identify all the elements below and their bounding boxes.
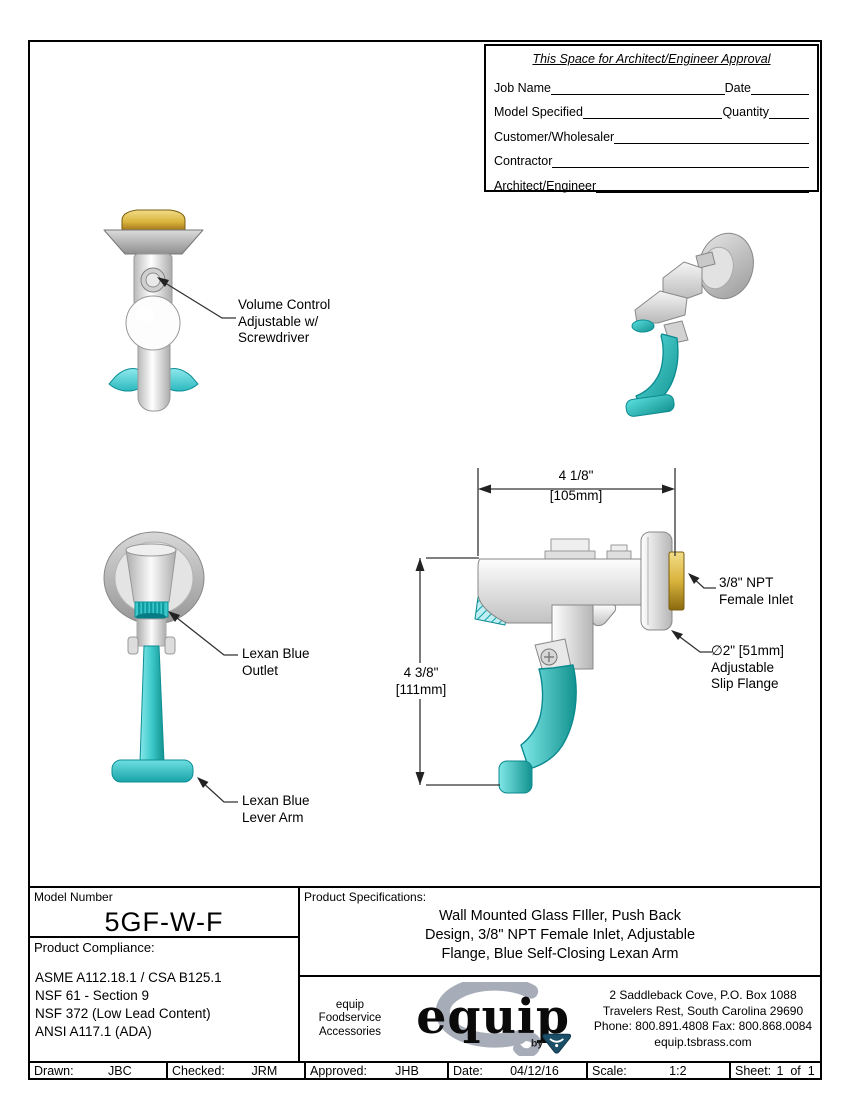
logo-by-text: by <box>531 1039 543 1050</box>
customer-blank <box>614 130 809 144</box>
outlet-callout: Lexan Blue Outlet <box>242 646 310 678</box>
compliance-item: ASME A112.18.1 / CSA B125.1 <box>35 970 222 985</box>
quantity-label: Quantity <box>722 105 769 119</box>
width-dimension-mm: [105mm] <box>549 488 603 503</box>
slip-flange-disc <box>640 531 673 631</box>
date-blank <box>751 81 809 95</box>
neck <box>136 618 167 647</box>
approval-row-contractor: Contractor <box>494 144 809 168</box>
lever-wing-left <box>108 368 143 392</box>
contractor-label: Contractor <box>494 154 553 168</box>
date-value: 04/12/16 <box>510 1063 559 1078</box>
ball-knob <box>125 295 181 351</box>
approval-row-model: Model Specified Quantity <box>494 95 809 119</box>
approved-value: JHB <box>395 1063 419 1078</box>
job-name-label: Job Name <box>494 80 551 95</box>
spout <box>634 290 688 324</box>
compliance-item: ANSI A117.1 (ADA) <box>35 1024 152 1039</box>
lever-arm <box>139 645 165 763</box>
scale-cell: Scale: 1:2 <box>586 1063 729 1078</box>
model-number-box: Model Number 5GF-W-F <box>28 886 300 938</box>
slip-flange-callout: ∅2" [51mm] Adjustable Slip Flange <box>711 643 784 691</box>
approved-cell: Approved: JHB <box>304 1063 447 1078</box>
quantity-blank <box>769 105 809 119</box>
product-compliance-box: Product Compliance: ASME A112.18.1 / CSA… <box>28 936 300 1063</box>
scale-value: 1:2 <box>669 1063 687 1078</box>
volume-control-callout: Volume Control Adjustable w/ Screwdriver <box>238 297 331 345</box>
lever-foot <box>625 394 675 417</box>
job-name-blank <box>550 81 725 95</box>
npt-inlet-brass <box>668 551 685 611</box>
cone-body <box>125 549 177 603</box>
approval-box: This Space for Architect/Engineer Approv… <box>484 44 819 193</box>
architect-label: Architect/Engineer <box>494 178 597 193</box>
product-compliance-label: Product Compliance: <box>34 940 155 955</box>
isometric-view-drawing <box>625 232 754 417</box>
architect-blank <box>596 179 809 193</box>
drawn-cell: Drawn: JBC <box>30 1063 166 1078</box>
checked-value: JRM <box>251 1063 278 1078</box>
compliance-item: NSF 372 (Low Lead Content) <box>35 1006 211 1021</box>
lever-foot-paddle <box>111 759 194 783</box>
model-specified-blank <box>582 105 723 119</box>
customer-label: Customer/Wholesaler <box>494 129 615 144</box>
product-specifications-text: Wall Mounted Glass FIller, Push Back Des… <box>424 908 696 962</box>
approved-label: Approved: <box>310 1063 367 1078</box>
width-dimension-inches: 4 1/8" <box>558 468 594 483</box>
compliance-item: NSF 61 - Section 9 <box>35 988 150 1003</box>
approval-row-architect: Architect/Engineer <box>494 168 809 193</box>
sheet-value: 1 of 1 <box>776 1063 815 1078</box>
brass-nut <box>121 209 186 231</box>
compliance-list: ASME A112.18.1 / CSA B125.1 NSF 61 - Sec… <box>30 955 298 1041</box>
model-specified-label: Model Specified <box>494 105 583 119</box>
date-cell: Date: 04/12/16 <box>447 1063 586 1078</box>
scale-label: Scale: <box>592 1063 627 1078</box>
drawn-label: Drawn: <box>34 1063 74 1078</box>
lever-foot <box>498 760 533 794</box>
ts-brand-icon <box>542 1033 572 1054</box>
mount-flange <box>103 229 204 255</box>
product-specifications-box: Product Specifications: Wall Mounted Gla… <box>298 886 822 977</box>
height-dimension: 4 3/8" [111mm] <box>383 663 459 699</box>
company-address: 2 Saddleback Cove, P.O. Box 1088 Travele… <box>593 988 813 1049</box>
lever-arm-hook <box>520 664 577 770</box>
model-number-label: Model Number <box>34 890 113 904</box>
sheet-label: Sheet: <box>735 1063 772 1078</box>
side-view-drawing <box>474 531 685 794</box>
equip-logo: equip by <box>416 982 572 1056</box>
date-label: Date <box>724 80 751 95</box>
approval-title: This Space for Architect/Engineer Approv… <box>532 52 771 66</box>
approval-row-job-name: Job Name Date <box>494 70 809 95</box>
product-specifications-label: Product Specifications: <box>304 890 427 904</box>
outlet-ring <box>631 319 655 333</box>
drawn-value: JBC <box>107 1063 132 1078</box>
lever-arm-callout: Lexan Blue Lever Arm <box>242 793 310 825</box>
checked-label: Checked: <box>172 1063 225 1078</box>
contractor-blank <box>552 154 809 168</box>
sheet-cell: Sheet: 1 of 1 <box>729 1063 820 1078</box>
model-number-value: 5GF-W-F <box>104 907 224 937</box>
bonnet-cap <box>695 251 716 269</box>
brand-tagline: equip Foodservice Accessories <box>318 998 382 1038</box>
approval-row-customer: Customer/Wholesaler <box>494 119 809 144</box>
footer-row: Drawn: JBC Checked: JRM Approved: JHB Da… <box>28 1061 822 1080</box>
brand-box: equip Foodservice Accessories equip by 2… <box>298 975 822 1063</box>
inlet-callout: 3/8" NPT Female Inlet <box>719 575 794 607</box>
front-view-bottom-drawing <box>103 531 205 783</box>
checked-cell: Checked: JRM <box>166 1063 304 1078</box>
date-label: Date: <box>453 1063 483 1078</box>
